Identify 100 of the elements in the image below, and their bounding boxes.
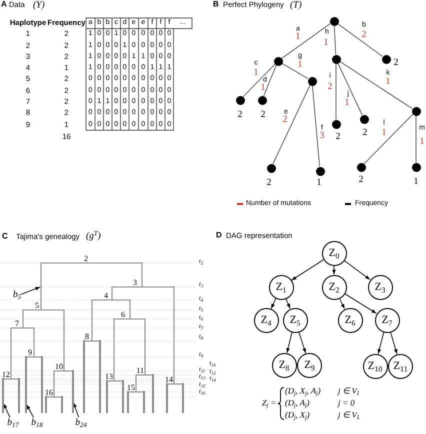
node-dot [356, 162, 366, 172]
node-dot [308, 76, 316, 86]
arrow [332, 265, 336, 275]
node-dot [258, 96, 266, 104]
dag-node: Z$_{9}$ [297, 352, 322, 378]
branch-label: b$_{18}$ [31, 417, 43, 430]
dag-node: Z$_{7}$ [374, 308, 400, 332]
dag-node: Z$_{8}$ [272, 352, 296, 378]
tree-branch [23, 327, 35, 357]
node-number: 7 [15, 320, 23, 328]
node-number: 16 [45, 389, 54, 397]
tree-branch [142, 286, 175, 384]
branch-label: b$_{5}$ [12, 290, 22, 302]
mutation-count: 3 [320, 130, 324, 142]
mutation-count: 2 [362, 30, 366, 40]
node-dot [332, 54, 340, 64]
dag-node: Z$_{0}$ [322, 240, 346, 266]
node-dot [330, 16, 338, 26]
node-number: 11 [136, 367, 145, 375]
node-number: 2 [84, 255, 89, 263]
panel-letter: D [216, 231, 222, 240]
formula-term: j ∈ V$_{L}$ [338, 410, 360, 422]
mutation-count: 1 [382, 128, 386, 138]
mutation-count: 1 [260, 82, 266, 94]
arrow [291, 259, 324, 281]
arrow [339, 298, 345, 310]
tree-edge [312, 85, 320, 167]
tree-edge [242, 64, 276, 98]
mutation-count: 1 [298, 60, 302, 70]
mutation-count: 1 [324, 38, 328, 48]
node-dot [382, 54, 390, 64]
mutation-count: 1 [254, 68, 258, 78]
dag-node: Z$_{3}$ [368, 274, 392, 300]
node-number: 15 [127, 384, 136, 392]
dag-node: Z$_{6}$ [338, 308, 362, 332]
frequency-value: 2 [238, 110, 242, 120]
dag-node: Z$_{11}$ [388, 354, 413, 378]
node-number: 8 [85, 333, 92, 341]
arrow [270, 298, 276, 310]
node-number: 6 [121, 311, 130, 319]
tree-branch [112, 299, 131, 319]
arrow [378, 332, 384, 354]
tree-edge [282, 62, 308, 80]
branch-label: b$_{24}$ [75, 417, 87, 430]
frequency-value: 2 [358, 174, 364, 186]
node-number: 10 [55, 363, 64, 371]
node-dot [412, 162, 420, 172]
mutation-count: 1 [344, 98, 350, 108]
dag-node: Z$_{5}$ [282, 308, 308, 332]
formula-term: (D$_{j}$, X$_{j}$) [285, 410, 310, 422]
panel-letter: C [2, 232, 8, 242]
node-number: 4 [104, 292, 112, 300]
formula-term: (D$_{j}$, A$_{j}$) [285, 398, 310, 410]
frequency-value: 1 [414, 176, 418, 188]
mutation-count: 1 [296, 32, 300, 42]
tree-edge [364, 114, 414, 164]
node-dot [360, 114, 368, 124]
tree-branch [89, 262, 143, 287]
tree-edge [338, 62, 362, 116]
arrow [286, 332, 292, 354]
panel-letter: B [213, 0, 219, 9]
tree-branch [41, 309, 65, 371]
tree-branch [111, 286, 142, 300]
arrow [390, 332, 398, 354]
dag-node: Z$_{4}$ [254, 308, 278, 332]
mutation-count: 2 [328, 82, 332, 92]
formula-term: j ∈ V$_{I}$ [338, 386, 359, 398]
node-dot [236, 96, 244, 104]
tree-branch [22, 309, 41, 328]
dag-node: Z$_{10}$ [362, 354, 388, 378]
tree-branch [130, 318, 146, 375]
node-number: 13 [105, 373, 114, 381]
formula-term: j = 0 [338, 398, 355, 410]
tree-edge [334, 25, 336, 55]
dag-node: Z$_{1}$ [268, 274, 294, 300]
node-number: 5 [35, 302, 41, 310]
frequency-value: 1 [316, 178, 322, 188]
arrow [344, 260, 370, 280]
arrow [298, 332, 306, 354]
mutation-count: 1 [420, 136, 424, 148]
panel-letter: A [1, 0, 7, 9]
tree-edge [339, 61, 413, 109]
leader-arrow [26, 404, 34, 418]
frequency-value: 2 [394, 58, 398, 68]
node-number: 9 [28, 349, 34, 357]
tree-edge [263, 64, 277, 96]
tree-branch [113, 318, 130, 381]
dag-node: Z$_{2}$ [322, 274, 346, 300]
tree-branch [91, 299, 112, 341]
tree-branch [135, 374, 145, 392]
math-notation: (T) [290, 0, 302, 10]
tree-edge [272, 84, 310, 164]
formula-term: Z$_{j}$ = [262, 398, 276, 410]
arrow [344, 293, 377, 314]
tree-edge [337, 23, 383, 57]
frequency-value: 2 [260, 110, 266, 120]
math-notation: (g$^{T}$) [86, 230, 101, 242]
node-number: 14 [165, 376, 174, 384]
node-number: 3 [133, 279, 142, 287]
branch-label: b$_{17}$ [7, 417, 19, 430]
